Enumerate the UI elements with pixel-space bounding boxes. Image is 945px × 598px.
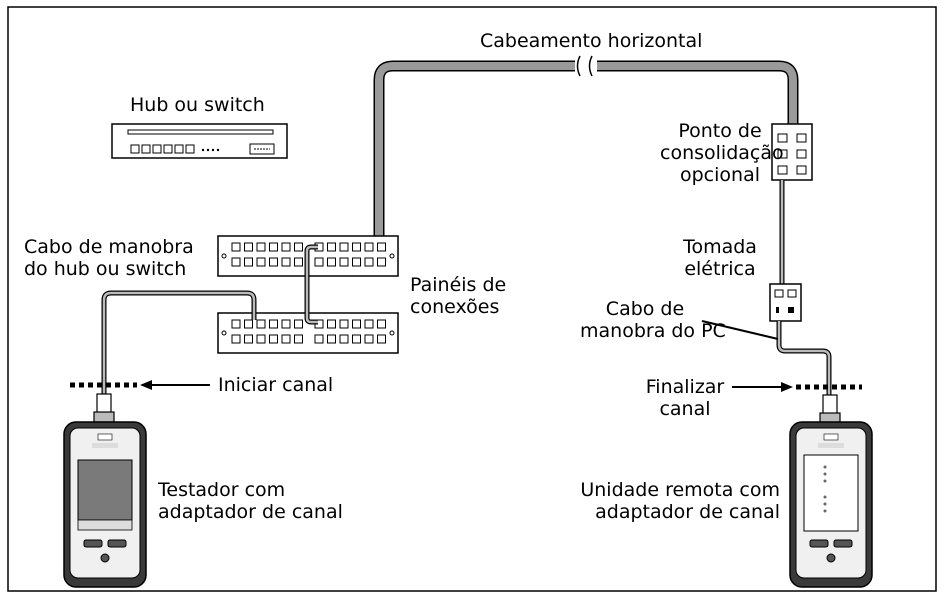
wall-outlet [769, 283, 802, 322]
pc-cord-pointer [701, 320, 779, 340]
patch-port [231, 242, 241, 252]
patch-port [364, 319, 374, 329]
patch-port [314, 334, 324, 344]
patch-port [294, 257, 303, 267]
end-channel-label: Finalizar canal [640, 376, 730, 420]
horizontal-cabling-label: Cabeamento horizontal [480, 30, 703, 52]
patch-panels-line2: conexões [410, 296, 500, 318]
tester-line1: Testador com [158, 479, 286, 501]
patch-port [269, 257, 278, 267]
patch-port [377, 242, 386, 252]
patch-port [269, 334, 278, 344]
patch-port [244, 319, 253, 329]
hub-patch-cord-line1: Cabo de manobra [24, 236, 194, 258]
remote-unit-line1: Unidade remota com [580, 479, 780, 501]
hub-patch-cord-label: Cabo de manobra do hub ou switch [24, 236, 194, 280]
patch-port [294, 334, 303, 344]
hub-patch-cord-line2: do hub ou switch [24, 258, 187, 280]
consolidation-point-label: Ponto de consolidação opcional [660, 120, 784, 186]
patch-port [339, 319, 349, 329]
tester-device [63, 393, 147, 588]
remote-unit-line2: adaptador de canal [595, 501, 780, 523]
patch-port [294, 319, 303, 329]
end-channel-line1: Finalizar [645, 376, 725, 398]
patch-port [231, 257, 241, 267]
hub-switch-device [111, 123, 288, 159]
horizontal-cable [373, 55, 799, 236]
patch-port [339, 242, 349, 252]
patch-port [256, 257, 266, 267]
pc-patch-cord-label: Cabo de manobra do PC [580, 298, 726, 342]
patch-panels-line1: Painéis de [410, 274, 507, 296]
patch-port [377, 319, 386, 329]
diagram-border [7, 6, 937, 592]
tester-label: Testador com adaptador de canal [158, 479, 343, 523]
patch-port [352, 334, 361, 344]
outlet-line1: Tomada [683, 236, 757, 258]
patch-port [352, 257, 361, 267]
patch-port [377, 334, 386, 344]
patch-port [377, 257, 386, 267]
pc-patch-cord-line1: Cabo de [605, 298, 685, 320]
patch-port [256, 334, 266, 344]
outlet-label: Tomada elétrica [675, 236, 765, 280]
consolidation-point-line1: Ponto de [678, 120, 762, 142]
patch-port [314, 257, 324, 267]
patch-port [339, 257, 349, 267]
patch-port [364, 257, 374, 267]
patch-port [256, 319, 266, 329]
patch-port [269, 242, 278, 252]
remote-unit-device [789, 394, 873, 588]
patch-port [327, 242, 336, 252]
patch-port [281, 334, 291, 344]
patch-port [281, 242, 291, 252]
consolidation-point-line3: opcional [680, 164, 760, 186]
patch-port [231, 334, 241, 344]
remote-unit-label: Unidade remota com adaptador de canal [560, 479, 780, 523]
patch-port [256, 242, 266, 252]
start-channel-label: Iniciar canal [218, 374, 334, 396]
patch-port [244, 242, 253, 252]
patch-port [244, 257, 253, 267]
hub-switch-label: Hub ou switch [130, 94, 265, 116]
pc-patch-cord-line2: manobra do PC [580, 320, 726, 342]
consolidation-point-box [771, 123, 813, 181]
patch-port [352, 319, 361, 329]
outlet-line2: elétrica [684, 258, 756, 280]
patch-port [327, 257, 336, 267]
patch-port [294, 242, 303, 252]
patch-port [231, 319, 241, 329]
patch-port [244, 334, 253, 344]
patch-port [281, 257, 291, 267]
patch-panels-label: Painéis de conexões [410, 274, 506, 318]
pc-patch-cord [776, 321, 832, 396]
end-channel-marker [732, 382, 862, 392]
patch-port [364, 242, 374, 252]
patch-port [327, 319, 336, 329]
patch-port [364, 334, 374, 344]
patch-port [327, 334, 336, 344]
patch-port [339, 334, 349, 344]
tester-line2: adaptador de canal [158, 501, 343, 523]
start-channel-marker [70, 380, 210, 390]
consolidation-point-line2: consolidação [660, 142, 784, 164]
hub-patch-cord [101, 290, 257, 394]
patch-port [281, 319, 291, 329]
cross-connect-cord [304, 244, 318, 325]
patch-port [269, 319, 278, 329]
end-channel-line2: canal [659, 398, 711, 420]
patch-port [352, 242, 361, 252]
